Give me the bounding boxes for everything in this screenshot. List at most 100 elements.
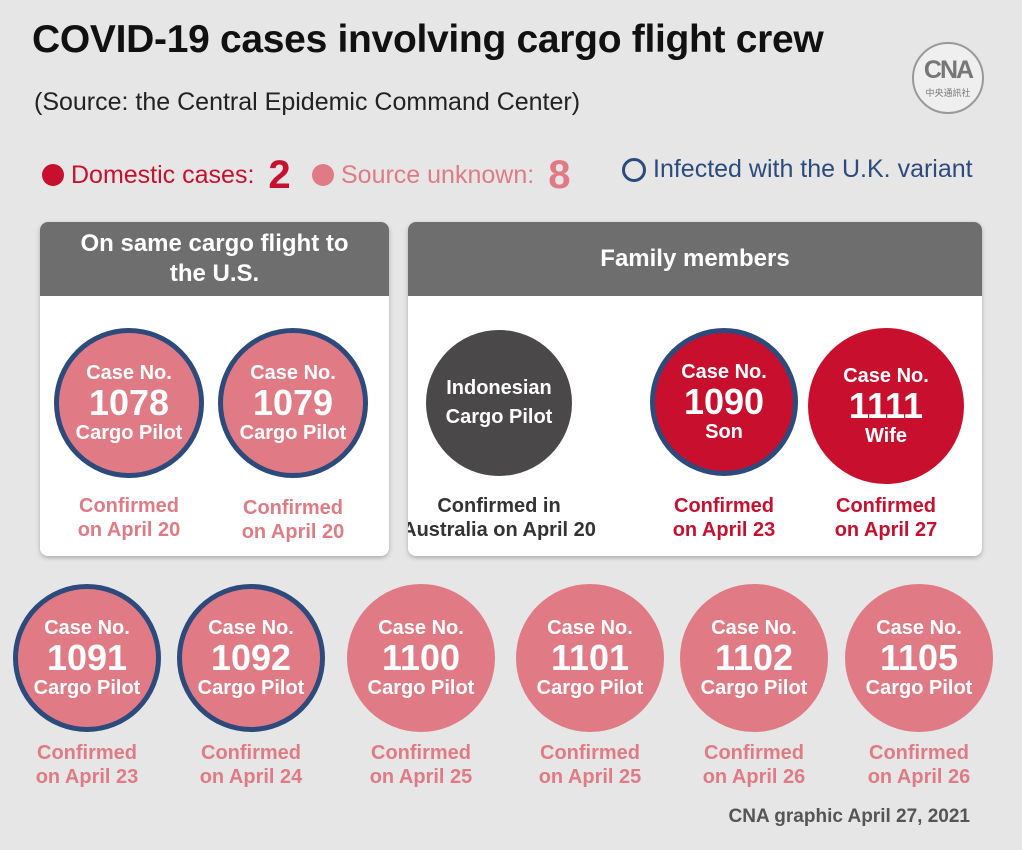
panel-same-flight-title: On same cargo flight to the U.S.: [40, 222, 389, 296]
case-circle-1102: Case No. 1102 Cargo Pilot: [680, 584, 828, 732]
confirmed-line: Confirmed: [540, 742, 640, 764]
case-circle-1090: Case No. 1090 Son: [650, 328, 798, 476]
source-circle-indonesian-pilot: Indonesian Cargo Pilot: [426, 330, 572, 476]
confirmed-line: Confirmed: [674, 495, 774, 517]
confirmed-line: Confirmed in: [437, 495, 561, 517]
case-confirmed-1079: Confirmed on April 20: [218, 496, 368, 544]
confirmed-line: Confirmed: [869, 742, 969, 764]
case-role: Cargo Pilot: [239, 421, 347, 444]
case-number: 1090: [683, 381, 765, 423]
case-role: Cargo Pilot: [536, 676, 644, 699]
confirmed-line: Confirmed: [37, 742, 137, 764]
logo-text: CNA: [923, 56, 974, 84]
legend-unknown-label: Source unknown:: [341, 160, 535, 189]
legend-domestic-label: Domestic cases:: [71, 160, 255, 189]
case-confirmed-1111: Confirmed on April 27: [808, 494, 964, 542]
case-confirmed-1090: Confirmed on April 23: [650, 494, 798, 542]
case-confirmed-1102: Confirmed on April 26: [680, 741, 828, 789]
legend-unknown-count: 8: [548, 153, 571, 197]
case-label: Case No.: [547, 617, 633, 640]
confirmed-date: on April 24: [199, 766, 303, 788]
domestic-dot-icon: [42, 164, 64, 186]
legend-unknown: Source unknown: 8: [312, 155, 570, 195]
case-role: Cargo Pilot: [33, 676, 141, 699]
confirmed-date: on April 25: [538, 766, 642, 788]
cna-logo: CNA 中央通訊社: [912, 42, 984, 114]
panel-family-title-text: Family members: [600, 245, 790, 272]
case-label: Case No.: [86, 362, 172, 385]
panel-same-flight-title-text: On same cargo flight to the U.S.: [80, 230, 349, 287]
case-label: Case No.: [711, 617, 797, 640]
case-role: Cargo Pilot: [865, 676, 973, 699]
page-title: COVID-19 cases involving cargo flight cr…: [32, 18, 824, 61]
case-circle-1091: Case No. 1091 Cargo Pilot: [13, 584, 161, 732]
case-circle-1078: Case No. 1078 Cargo Pilot: [54, 328, 204, 478]
case-label: Case No.: [250, 362, 336, 385]
case-circle-1100: Case No. 1100 Cargo Pilot: [347, 584, 495, 732]
case-confirmed-1101: Confirmed on April 25: [516, 741, 664, 789]
confirmed-date: on April 26: [867, 766, 971, 788]
legend-domestic: Domestic cases: 2: [42, 155, 291, 195]
variant-ring-icon: [622, 157, 646, 182]
legend-variant: Infected with the U.K. variant: [622, 155, 973, 184]
case-label: Case No.: [208, 617, 294, 640]
case-label: Case No.: [876, 617, 962, 640]
source-line: Indonesian: [446, 377, 552, 399]
case-role: Wife: [864, 424, 908, 447]
confirmed-line: Confirmed: [836, 495, 936, 517]
confirmed-date: on April 25: [369, 766, 473, 788]
case-role: Son: [705, 420, 743, 443]
unknown-dot-icon: [312, 164, 334, 186]
case-circle-1101: Case No. 1101 Cargo Pilot: [516, 584, 664, 732]
panel-family-members: Family members Indonesian Cargo Pilot Co…: [408, 222, 982, 556]
case-confirmed-1078: Confirmed on April 20: [54, 494, 204, 542]
case-role: Cargo Pilot: [700, 676, 808, 699]
case-role: Cargo Pilot: [367, 676, 475, 699]
case-confirmed-1091: Confirmed on April 23: [13, 741, 161, 789]
confirmed-line: Confirmed: [371, 742, 471, 764]
confirmed-date: Australia on April 20: [408, 519, 596, 541]
case-confirmed-1100: Confirmed on April 25: [347, 741, 495, 789]
case-number: 1100: [381, 637, 461, 679]
graphic-credit: CNA graphic April 27, 2021: [728, 806, 970, 827]
case-label: Case No.: [681, 361, 767, 384]
confirmed-date: on April 20: [77, 519, 181, 541]
case-confirmed-1092: Confirmed on April 24: [177, 741, 325, 789]
case-number: 1092: [210, 637, 292, 679]
confirmed-line: Confirmed: [243, 497, 343, 519]
case-number: 1102: [714, 637, 794, 679]
case-circle-1092: Case No. 1092 Cargo Pilot: [177, 584, 325, 732]
page-subtitle: (Source: the Central Epidemic Command Ce…: [34, 88, 581, 116]
case-number: 1101: [550, 637, 630, 679]
confirmed-line: Confirmed: [704, 742, 804, 764]
case-number: 1091: [46, 637, 128, 679]
case-circle-1111: Case No. 1111 Wife: [808, 328, 964, 484]
case-circle-1079: Case No. 1079 Cargo Pilot: [218, 328, 368, 478]
confirmed-date: on April 26: [702, 766, 806, 788]
case-number: 1078: [88, 382, 170, 424]
case-label: Case No.: [843, 365, 929, 388]
case-label: Case No.: [378, 617, 464, 640]
legend-domestic-count: 2: [268, 153, 291, 197]
confirmed-date: on April 23: [35, 766, 139, 788]
case-number: 1079: [252, 382, 334, 424]
source-line: Cargo Pilot: [445, 406, 553, 428]
case-label: Case No.: [44, 617, 130, 640]
panel-family-title: Family members: [408, 222, 982, 296]
logo-subtext: 中央通訊社: [925, 88, 971, 98]
case-confirmed-1105: Confirmed on April 26: [845, 741, 993, 789]
confirmed-date: on April 20: [241, 521, 345, 543]
confirmed-line: Confirmed: [201, 742, 301, 764]
panel-same-flight: On same cargo flight to the U.S. Case No…: [40, 222, 389, 556]
source-confirmed: Confirmed in Australia on April 20: [408, 494, 600, 542]
case-number: 1105: [879, 637, 959, 679]
confirmed-line: Confirmed: [79, 495, 179, 517]
case-circle-1105: Case No. 1105 Cargo Pilot: [845, 584, 993, 732]
case-role: Cargo Pilot: [75, 421, 183, 444]
legend: Domestic cases: 2 Source unknown: 8 Infe…: [42, 155, 1002, 205]
confirmed-date: on April 23: [672, 519, 776, 541]
confirmed-date: on April 27: [834, 519, 938, 541]
case-number: 1111: [848, 385, 924, 427]
case-role: Cargo Pilot: [197, 676, 305, 699]
legend-variant-label: Infected with the U.K. variant: [653, 155, 973, 183]
